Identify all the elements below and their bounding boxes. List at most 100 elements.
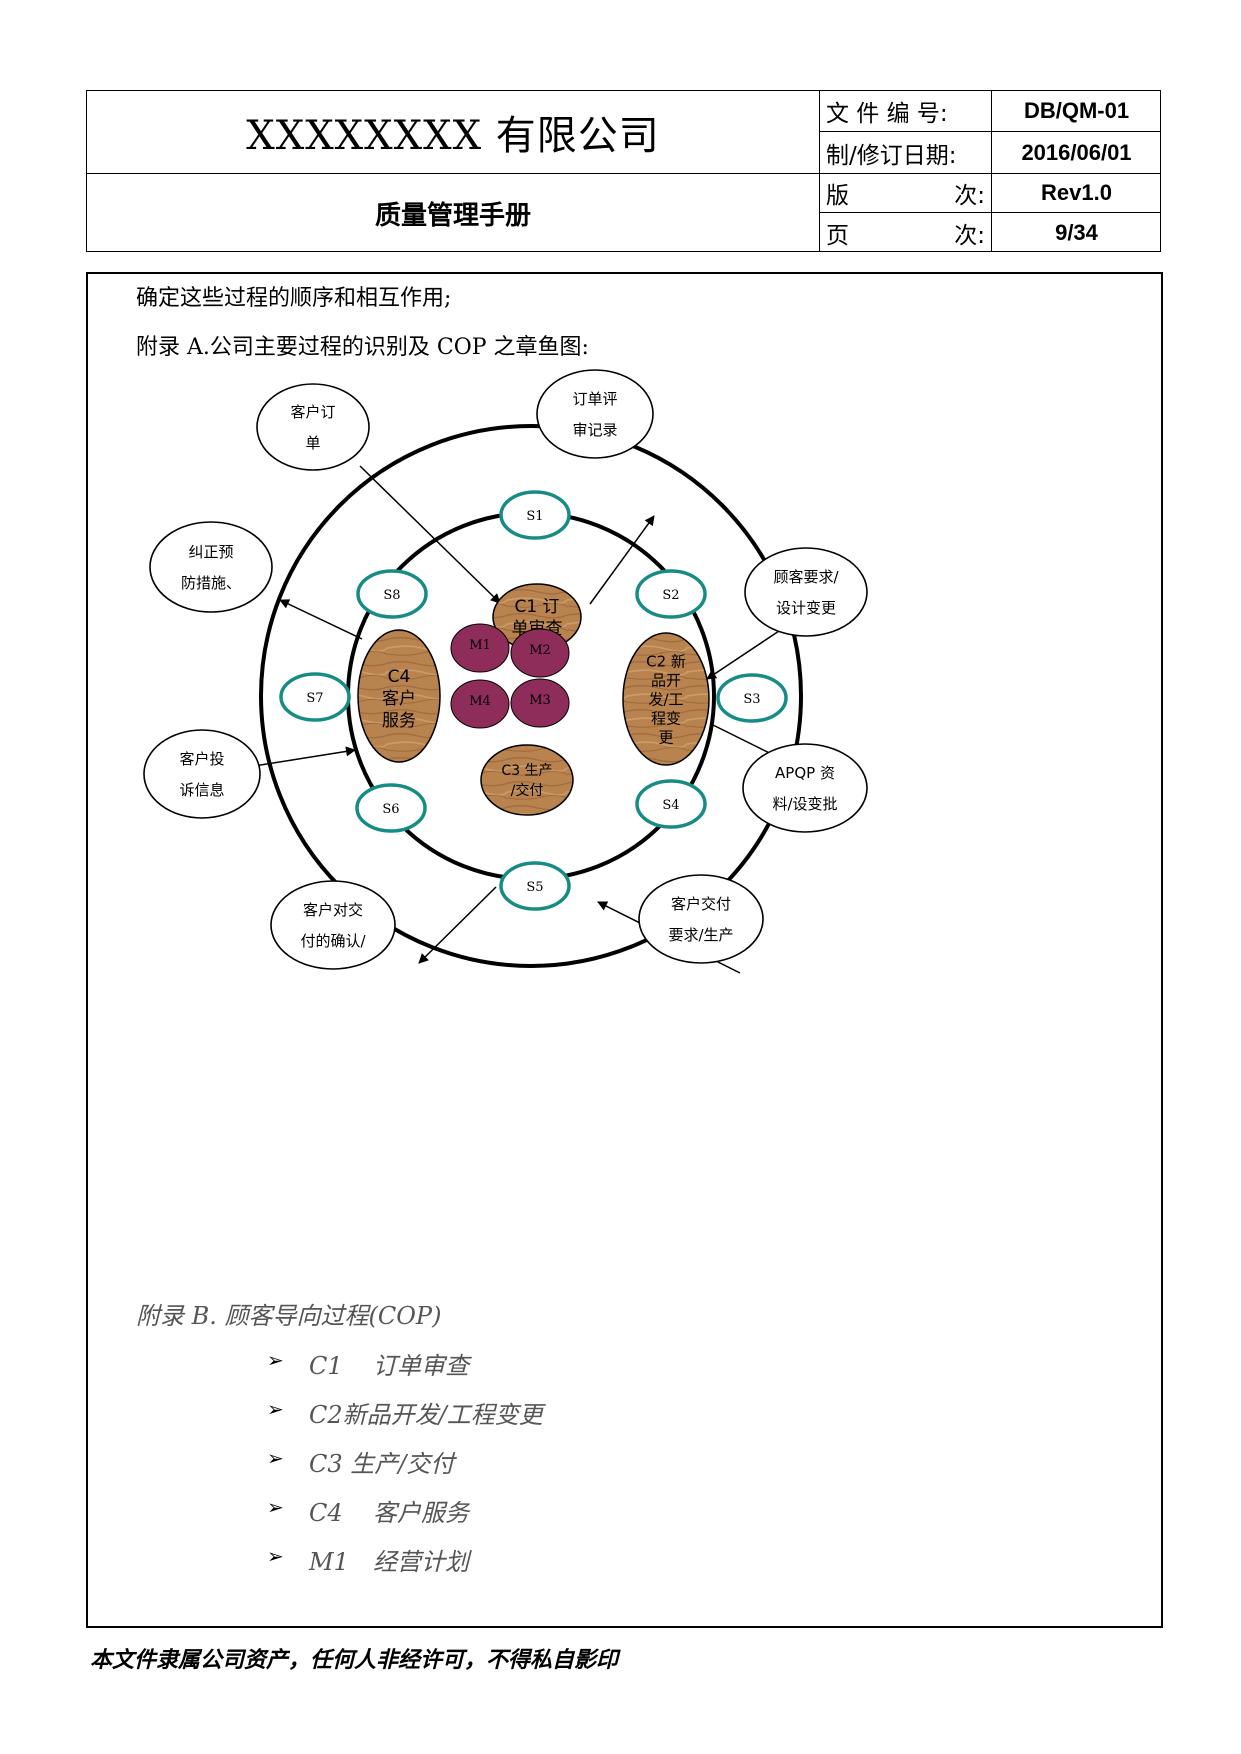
management-process-circle	[450, 623, 510, 673]
page-label-left: 页	[826, 222, 849, 249]
process-name: 生产/交付	[350, 1450, 455, 1478]
document-title: 质量管理手册	[87, 174, 820, 252]
support-process-ellipse	[355, 783, 427, 833]
management-process-label: M3	[529, 693, 551, 708]
support-process-ellipse	[499, 490, 571, 540]
arrow-bullet-icon: ➢	[267, 1397, 284, 1421]
process-sequence-text: 确定这些过程的顺序和相互作用;	[136, 286, 452, 311]
support-process-ellipse	[635, 779, 707, 829]
support-process-ellipse	[635, 569, 707, 619]
version-label: 版 次:	[820, 174, 992, 213]
flow-arrow	[589, 515, 655, 605]
management-process-label: M1	[469, 638, 491, 653]
version-label-right: 次:	[954, 183, 985, 209]
io-bubble	[256, 383, 370, 471]
io-bubble-label: 纠正预	[188, 543, 233, 561]
arrow-bullet-icon: ➢	[267, 1446, 284, 1470]
page-label-right: 次:	[954, 222, 985, 249]
process-code: C4	[309, 1499, 343, 1527]
support-process-label: S2	[662, 588, 679, 603]
core-process-label: /交付	[511, 782, 544, 799]
confidentiality-footer: 本文件隶属公司资产，任何人非经许可，不得私自影印	[90, 1648, 619, 1673]
list-item: ➢ C2新品开发/工程变更	[267, 1395, 543, 1430]
page-label: 页 次:	[820, 213, 992, 252]
io-bubble	[536, 369, 654, 459]
revision-date-value: 2016/06/01	[992, 132, 1161, 174]
support-process-label: S7	[306, 691, 323, 706]
support-process-ellipse	[499, 861, 571, 911]
core-process-label: C3 生产	[501, 763, 552, 779]
io-bubble-label: 客户投	[179, 750, 224, 768]
list-item: ➢ M1 经营计划	[267, 1542, 469, 1577]
process-code: C1	[309, 1352, 343, 1380]
process-code: C3	[309, 1450, 343, 1478]
support-process-label: S5	[526, 880, 543, 895]
core-process-label: 客户	[382, 689, 416, 709]
io-bubble	[744, 547, 868, 637]
io-bubble-label: 审记录	[572, 421, 617, 439]
flow-arrow	[279, 599, 363, 640]
management-process-circle	[510, 678, 570, 728]
company-name: XXXXXXXX 有限公司	[87, 91, 820, 174]
io-bubble-label: 要求/生产	[668, 926, 733, 944]
io-bubble-label: 顾客要求/	[773, 568, 839, 586]
io-bubble	[270, 880, 396, 970]
process-code: C2	[309, 1401, 343, 1429]
arrow-bullet-icon: ➢	[267, 1348, 284, 1372]
management-process-circle	[450, 679, 510, 729]
revision-date-label: 制/修订日期:	[820, 132, 992, 174]
io-bubble	[638, 874, 764, 964]
management-process-circle	[510, 628, 570, 678]
management-process-label: M4	[469, 694, 491, 709]
document-header: XXXXXXXX 有限公司 质量管理手册 文 件 编 号: DB/QM-01 制…	[86, 90, 1161, 252]
outer-ring	[259, 424, 803, 968]
support-process-ellipse	[279, 672, 351, 722]
list-item: ➢ C3 生产/交付	[267, 1444, 455, 1479]
flow-arrow	[418, 886, 497, 964]
appendix-a-title: 附录 A.公司主要过程的识别及 COP 之章鱼图:	[136, 335, 589, 360]
doc-number-value: DB/QM-01	[992, 91, 1161, 132]
support-process-ellipse	[716, 673, 788, 723]
core-process-oval	[357, 629, 441, 763]
support-process-label: S3	[743, 692, 760, 707]
io-bubble-label: APQP 资	[775, 764, 835, 782]
core-process-label: 服务	[382, 711, 416, 731]
support-process-label: S1	[526, 509, 543, 524]
io-bubble-label: 防措施、	[181, 574, 241, 592]
io-bubble-label: 客户对交	[303, 901, 363, 919]
page-number-value: 9/34	[1055, 219, 1098, 245]
process-name: 客户服务	[373, 1499, 469, 1527]
core-process-label: 程变	[651, 709, 681, 727]
core-process-label: C1 订	[514, 597, 559, 617]
version-value: Rev1.0	[992, 174, 1161, 213]
arrow-bullet-icon: ➢	[267, 1544, 284, 1568]
process-name: 经营计划	[373, 1548, 469, 1576]
content-frame: 确定这些过程的顺序和相互作用; 附录 A.公司主要过程的识别及 COP 之章鱼图…	[86, 272, 1163, 1628]
io-bubble	[143, 729, 261, 819]
arrow-bullet-icon: ➢	[267, 1495, 284, 1519]
version-label-left: 版	[826, 183, 849, 209]
process-name: 新品开发/工程变更	[342, 1401, 543, 1429]
doc-number-label: 文 件 编 号:	[820, 91, 992, 132]
io-bubble-label: 客户交付	[671, 895, 731, 913]
core-process-label: 品开	[651, 671, 681, 689]
list-item: ➢ C4 客户服务	[267, 1493, 469, 1528]
core-process-label: 发/工	[648, 690, 683, 708]
management-process-label: M2	[529, 643, 551, 658]
io-bubble-label: 料/设变批	[772, 795, 837, 813]
core-process-label: C4	[388, 667, 411, 687]
process-code: M1	[309, 1548, 349, 1576]
io-bubble-label: 订单评	[572, 390, 617, 408]
io-bubble-label: 诉信息	[179, 781, 224, 799]
core-process-label: C2 新	[646, 652, 686, 670]
support-process-label: S6	[382, 802, 399, 817]
appendix-b-title: 附录 B. 顾客导向过程(COP)	[136, 1302, 442, 1330]
flow-arrow	[247, 746, 356, 768]
flow-arrow	[359, 465, 501, 604]
